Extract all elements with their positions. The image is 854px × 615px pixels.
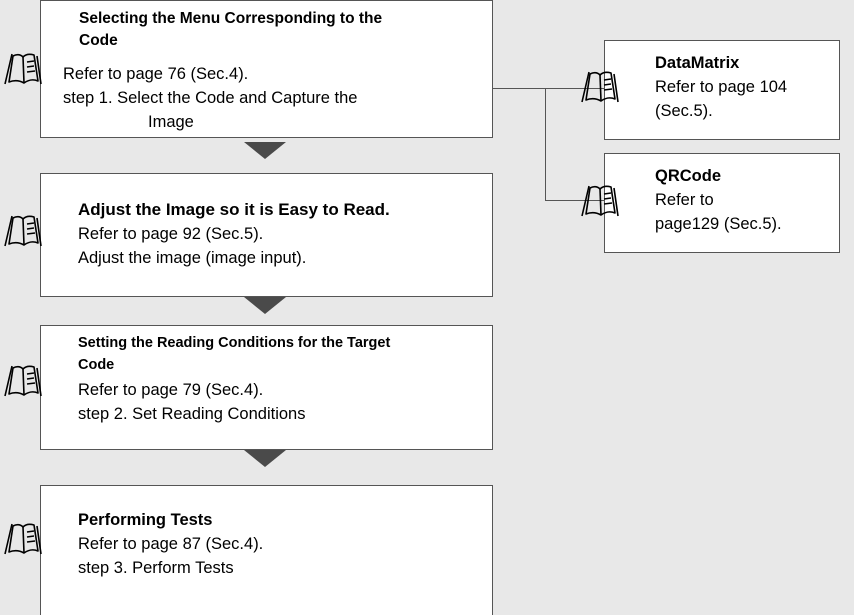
step-title: Setting the Reading Conditions for the T… (78, 335, 391, 351)
step-title: Code (78, 357, 115, 373)
step-instruction: step 3. Perform Tests (78, 559, 234, 577)
ref-box-datamatrix: DataMatrix Refer to page 104 (Sec.5). (604, 40, 840, 140)
connector-vertical (545, 88, 546, 200)
step-box-adjust-image: Adjust the Image so it is Easy to Read. … (40, 173, 493, 297)
ref-title: DataMatrix (655, 54, 740, 72)
down-triangle-arrow-icon (244, 297, 286, 314)
step-box-select-menu: Selecting the Menu Corresponding to the … (40, 0, 493, 138)
ref-box-qrcode: QRCode Refer to page129 (Sec.5). (604, 153, 840, 253)
ref-title: QRCode (655, 167, 721, 185)
step-instruction: Image (148, 113, 194, 131)
page-reference: page129 (Sec.5). (655, 215, 782, 233)
open-book-icon (581, 71, 619, 103)
open-book-icon (4, 365, 42, 397)
step-title: Code (79, 32, 118, 49)
connector-to-qrcode (545, 200, 604, 201)
page-reference: Refer to page 92 (Sec.5). (78, 225, 264, 243)
step-instruction: Adjust the image (image input). (78, 249, 307, 267)
connector-horizontal (492, 88, 604, 89)
step-box-reading-conditions: Setting the Reading Conditions for the T… (40, 325, 493, 450)
open-book-icon (4, 215, 42, 247)
step-instruction: step 2. Set Reading Conditions (78, 405, 306, 423)
open-book-icon (4, 523, 42, 555)
page-reference: Refer to page 104 (655, 78, 788, 96)
step-instruction: step 1. Select the Code and Capture the (63, 89, 358, 107)
page-reference: Refer to page 87 (Sec.4). (78, 535, 264, 553)
open-book-icon (4, 53, 42, 85)
page-reference: Refer to page 76 (Sec.4). (63, 65, 249, 83)
down-triangle-arrow-icon (244, 450, 286, 467)
step-title: Performing Tests (78, 511, 213, 529)
page-reference: (Sec.5). (655, 102, 713, 120)
page-reference: Refer to page 79 (Sec.4). (78, 381, 264, 399)
step-title: Adjust the Image so it is Easy to Read. (78, 200, 390, 219)
step-box-performing-tests: Performing Tests Refer to page 87 (Sec.4… (40, 485, 493, 615)
page-reference: Refer to (655, 191, 714, 209)
step-title: Selecting the Menu Corresponding to the (79, 10, 383, 27)
open-book-icon (581, 185, 619, 217)
down-triangle-arrow-icon (244, 142, 286, 159)
